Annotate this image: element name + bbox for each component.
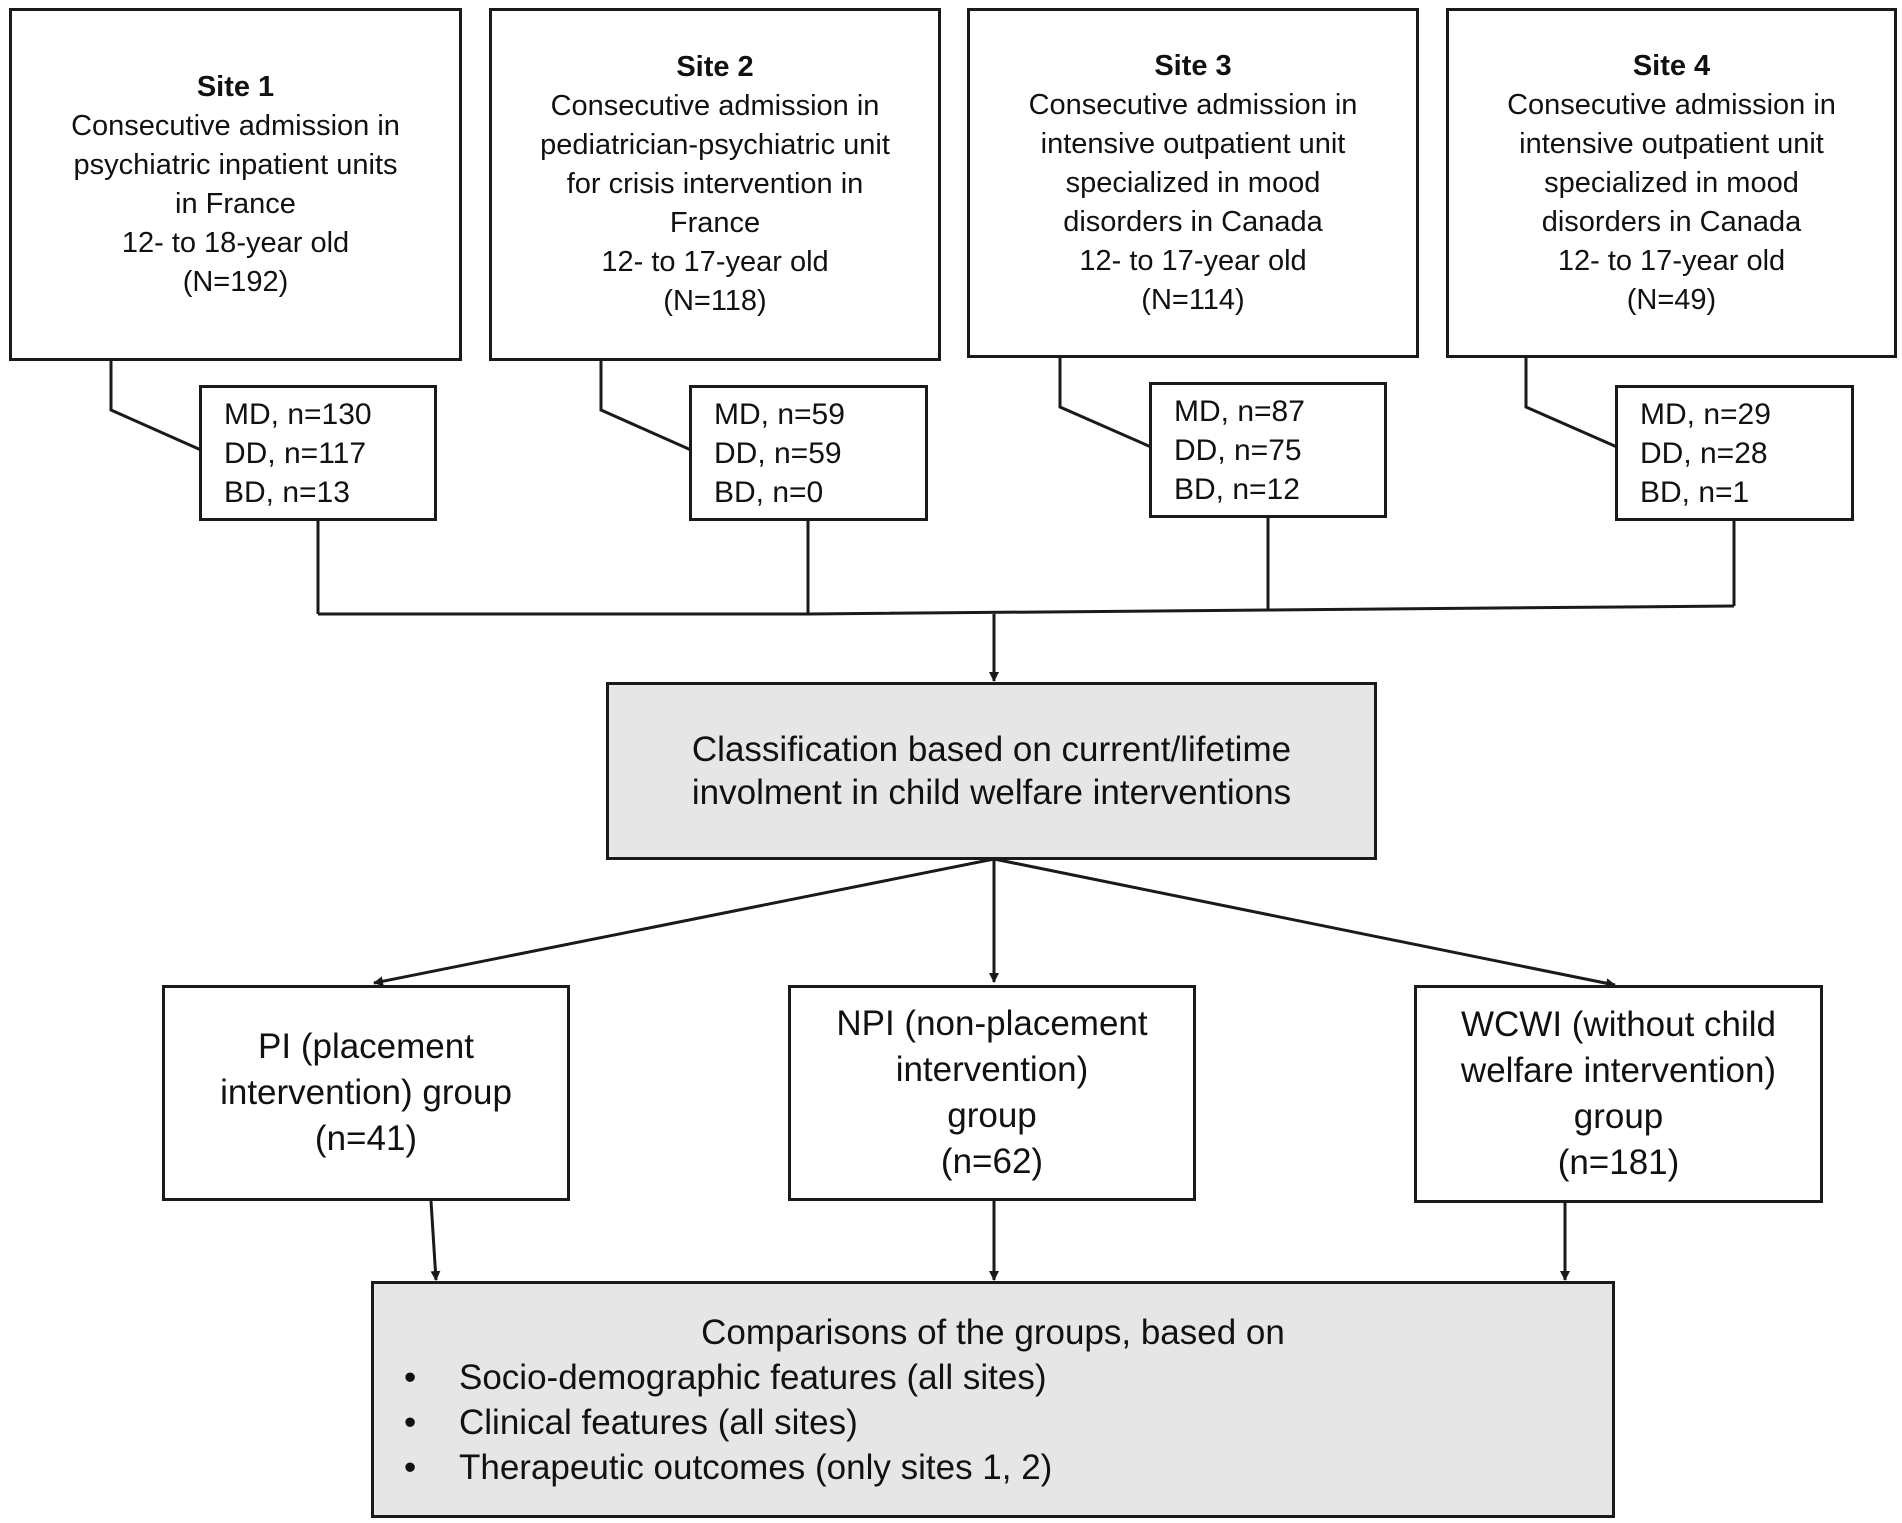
site-2-line: 12- to 17-year old xyxy=(601,246,829,278)
site-4-counts: MD, n=29 DD, n=28 BD, n=1 xyxy=(1615,385,1854,521)
comparison-item: • Therapeutic outcomes (only sites 1, 2) xyxy=(404,1445,1052,1490)
site-1-line: 12- to 18-year old xyxy=(121,226,350,259)
site-4-box: Site 4 Consecutive admission in intensiv… xyxy=(1446,8,1897,358)
comparison-item-text: Socio-demographic features (all sites) xyxy=(459,1357,1047,1397)
site-4-line: disorders in Canada xyxy=(1541,205,1802,238)
pi-group-box: PI (placement intervention) group (n=41) xyxy=(162,985,570,1201)
site3-connector xyxy=(1058,357,1152,449)
npi-group-line: NPI (non-placement xyxy=(836,1004,1148,1043)
count-md: MD, n=59 xyxy=(714,397,845,431)
site-4-line: (N=49) xyxy=(1626,283,1717,316)
site-1-title: Site 1 xyxy=(196,70,275,103)
site-2-line: Consecutive admission in xyxy=(550,90,880,122)
arrow-to-pi xyxy=(373,857,995,987)
bullet-icon: • xyxy=(404,1402,417,1442)
comparisons-box: Comparisons of the groups, based on • Soc… xyxy=(371,1281,1615,1518)
wcwi-group-line: WCWI (without child xyxy=(1460,1005,1777,1044)
classification-line: involment in child welfare interventions xyxy=(691,773,1292,812)
site-3-title: Site 3 xyxy=(1154,49,1232,82)
pi-group-count: (n=41) xyxy=(314,1119,418,1158)
classification-line: Classification based on current/lifetime xyxy=(691,730,1292,769)
site-2-title: Site 2 xyxy=(676,51,754,83)
site-4-title: Site 4 xyxy=(1632,49,1711,82)
wcwi-group-count: (n=181) xyxy=(1557,1143,1680,1182)
count-bd: BD, n=1 xyxy=(1640,475,1750,509)
site-1-box: Site 1 Consecutive admission in psychiat… xyxy=(9,8,462,361)
merge-bus xyxy=(318,604,1735,616)
count-bd: BD, n=13 xyxy=(224,475,350,509)
site-4-line: intensive outpatient unit xyxy=(1519,127,1824,160)
npi-group-line: intervention) xyxy=(895,1050,1089,1089)
npi-group-box: NPI (non-placement intervention) group (… xyxy=(788,985,1196,1201)
site1-connector xyxy=(109,360,202,452)
site-1-counts: MD, n=130 DD, n=117 BD, n=13 xyxy=(199,385,437,521)
site-2-box: Site 2 Consecutive admission in pediatri… xyxy=(489,8,941,361)
arrow-pi-to-comparisons xyxy=(429,1200,441,1281)
bullet-icon: • xyxy=(404,1357,417,1397)
site4-connector xyxy=(1524,357,1618,449)
count-dd: DD, n=59 xyxy=(714,436,842,470)
count-dd: DD, n=75 xyxy=(1174,433,1302,467)
site-4-line: specialized in mood xyxy=(1544,166,1799,199)
arrow-to-wcwi xyxy=(993,857,1616,989)
comparison-item: • Clinical features (all sites) xyxy=(404,1400,1052,1445)
wcwi-group-line: group xyxy=(1573,1097,1664,1136)
site-3-line: (N=114) xyxy=(1141,283,1245,316)
classification-box: Classification based on current/lifetime… xyxy=(606,682,1377,860)
count-bd: BD, n=0 xyxy=(714,475,824,509)
site-1-line: in France xyxy=(175,187,296,220)
site-2-line: France xyxy=(669,207,761,239)
site-3-line: specialized in mood xyxy=(1065,166,1321,199)
wcwi-group-line: welfare intervention) xyxy=(1460,1051,1777,1090)
count-bd: BD, n=12 xyxy=(1174,472,1300,506)
comparison-item: • Socio-demographic features (all sites) xyxy=(404,1355,1052,1400)
comparison-item-text: Therapeutic outcomes (only sites 1, 2) xyxy=(459,1447,1053,1487)
site-2-line: for crisis intervention in xyxy=(566,168,864,200)
count-dd: DD, n=28 xyxy=(1640,436,1768,470)
site-1-line: psychiatric inpatient units xyxy=(73,148,398,181)
site-3-line: intensive outpatient unit xyxy=(1040,127,1346,160)
site2-connector xyxy=(599,360,692,452)
site-1-line: (N=192) xyxy=(182,265,289,298)
count-md: MD, n=87 xyxy=(1174,394,1305,428)
count-md: MD, n=29 xyxy=(1640,397,1771,431)
site-3-box: Site 3 Consecutive admission in intensiv… xyxy=(967,8,1419,358)
site-2-line: (N=118) xyxy=(663,285,767,317)
pi-group-line: intervention) group xyxy=(220,1073,512,1112)
wcwi-group-box: WCWI (without child welfare intervention… xyxy=(1414,985,1823,1203)
comparisons-list: •Socio-demographic features (all sites) … xyxy=(404,1355,1052,1490)
site-3-line: Consecutive admission in xyxy=(1028,88,1358,121)
site-3-counts: MD, n=87 DD, n=75 BD, n=12 xyxy=(1149,382,1387,518)
site-3-line: 12- to 17-year old xyxy=(1079,244,1307,277)
site-4-line: Consecutive admission in xyxy=(1507,88,1836,121)
pi-group-line: PI (placement xyxy=(258,1027,474,1066)
bullet-icon: • xyxy=(404,1447,417,1487)
site-4-line: 12- to 17-year old xyxy=(1557,244,1786,277)
site-3-line: disorders in Canada xyxy=(1063,205,1323,238)
site-1-line: Consecutive admission in xyxy=(71,109,400,142)
count-md: MD, n=130 xyxy=(224,397,372,431)
site-2-counts: MD, n=59 DD, n=59 BD, n=0 xyxy=(689,385,928,521)
comparisons-heading: Comparisons of the groups, based on xyxy=(701,1312,1285,1352)
npi-group-count: (n=62) xyxy=(940,1142,1044,1181)
site-2-line: pediatrician-psychiatric unit xyxy=(540,129,890,161)
npi-group-line: group xyxy=(947,1096,1037,1135)
count-dd: DD, n=117 xyxy=(224,436,367,470)
comparison-item-text: Clinical features (all sites) xyxy=(459,1402,858,1442)
